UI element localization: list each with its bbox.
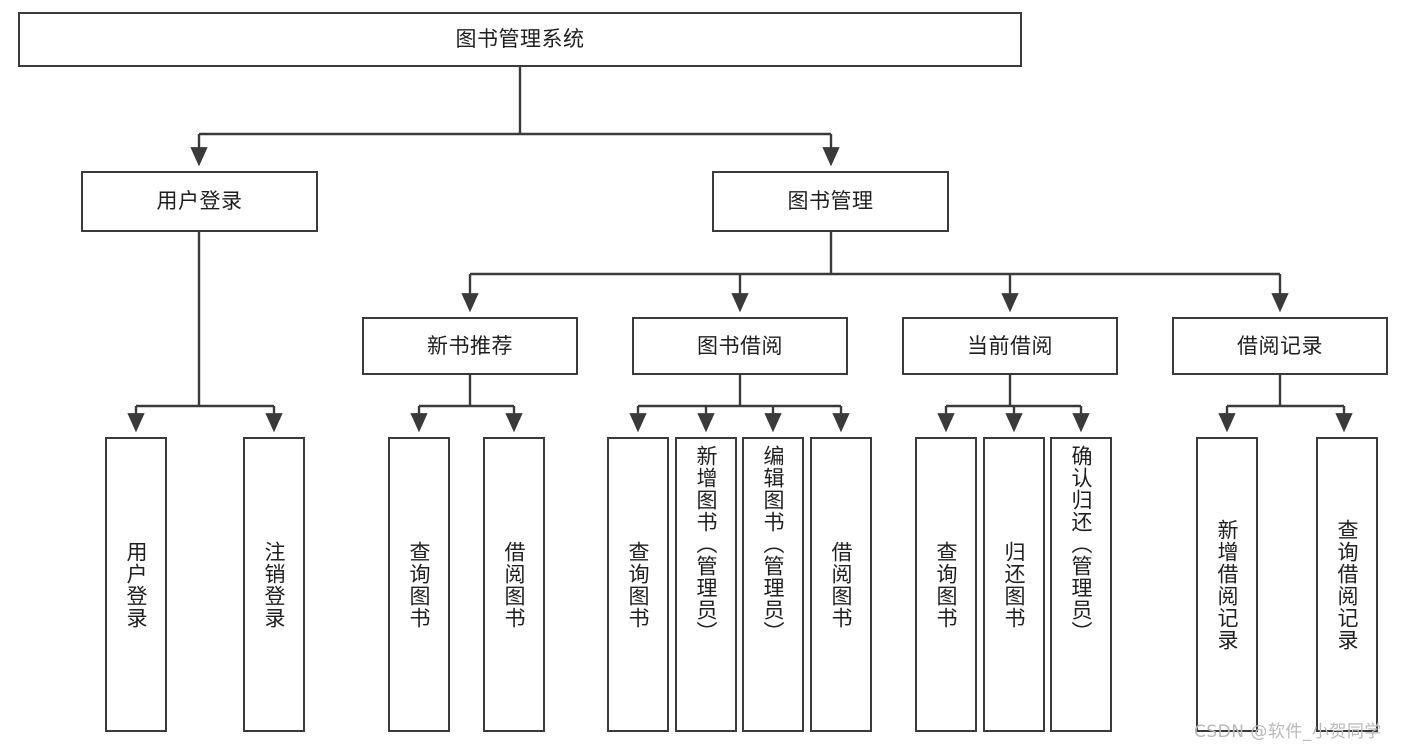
node-book-manage[interactable]: 图书管理 (712, 171, 949, 232)
node-leaf-add-record[interactable]: 新增借阅记录 (1196, 437, 1258, 732)
csdn-watermark: CSDN @软件_小贺同学 (1194, 722, 1382, 742)
node-new-book-rec-label: 新书推荐 (427, 333, 513, 358)
node-borrow-record[interactable]: 借阅记录 (1172, 317, 1388, 375)
node-book-borrow[interactable]: 图书借阅 (632, 317, 848, 375)
node-borrow-record-label: 借阅记录 (1237, 333, 1323, 358)
node-new-book-rec[interactable]: 新书推荐 (362, 317, 578, 375)
node-leaf-borrow-book-bb-label: 借阅图书 (829, 540, 854, 629)
node-leaf-user-login[interactable]: 用户登录 (105, 437, 167, 732)
node-leaf-edit-book-label: 编辑图书（管理员） (761, 445, 786, 643)
node-user-login-label: 用户登录 (156, 189, 243, 214)
node-user-login[interactable]: 用户登录 (81, 171, 318, 232)
node-leaf-query-book-rec[interactable]: 查询图书 (388, 437, 450, 732)
node-leaf-user-logout-label: 注销登录 (262, 540, 287, 629)
node-root[interactable]: 图书管理系统 (18, 12, 1022, 67)
node-leaf-add-book[interactable]: 新增图书（管理员） (675, 437, 737, 732)
node-leaf-query-book-bb[interactable]: 查询图书 (607, 437, 669, 732)
node-leaf-borrow-book-bb[interactable]: 借阅图书 (810, 437, 872, 732)
node-leaf-add-record-label: 新增借阅记录 (1215, 518, 1240, 651)
node-leaf-confirm-return-label: 确认归还（管理员） (1069, 445, 1094, 643)
node-leaf-confirm-return[interactable]: 确认归还（管理员） (1050, 437, 1112, 732)
node-leaf-user-logout[interactable]: 注销登录 (243, 437, 305, 732)
node-current-borrow[interactable]: 当前借阅 (902, 317, 1118, 375)
node-leaf-query-record[interactable]: 查询借阅记录 (1316, 437, 1378, 732)
node-leaf-query-book-cb[interactable]: 查询图书 (915, 437, 977, 732)
node-leaf-add-book-label: 新增图书（管理员） (694, 445, 719, 643)
node-book-manage-label: 图书管理 (787, 189, 874, 214)
node-leaf-query-record-label: 查询借阅记录 (1335, 518, 1360, 651)
node-leaf-query-book-bb-label: 查询图书 (626, 540, 651, 629)
node-leaf-query-book-rec-label: 查询图书 (407, 540, 432, 629)
node-leaf-borrow-book-rec[interactable]: 借阅图书 (483, 437, 545, 732)
node-leaf-return-book[interactable]: 归还图书 (983, 437, 1045, 732)
node-leaf-query-book-cb-label: 查询图书 (934, 540, 959, 629)
node-leaf-return-book-label: 归还图书 (1002, 540, 1027, 629)
node-book-borrow-label: 图书借阅 (697, 333, 783, 358)
node-leaf-user-login-label: 用户登录 (124, 540, 149, 629)
node-root-label: 图书管理系统 (455, 27, 585, 52)
node-leaf-borrow-book-rec-label: 借阅图书 (502, 540, 527, 629)
node-current-borrow-label: 当前借阅 (967, 333, 1053, 358)
node-leaf-edit-book[interactable]: 编辑图书（管理员） (742, 437, 804, 732)
